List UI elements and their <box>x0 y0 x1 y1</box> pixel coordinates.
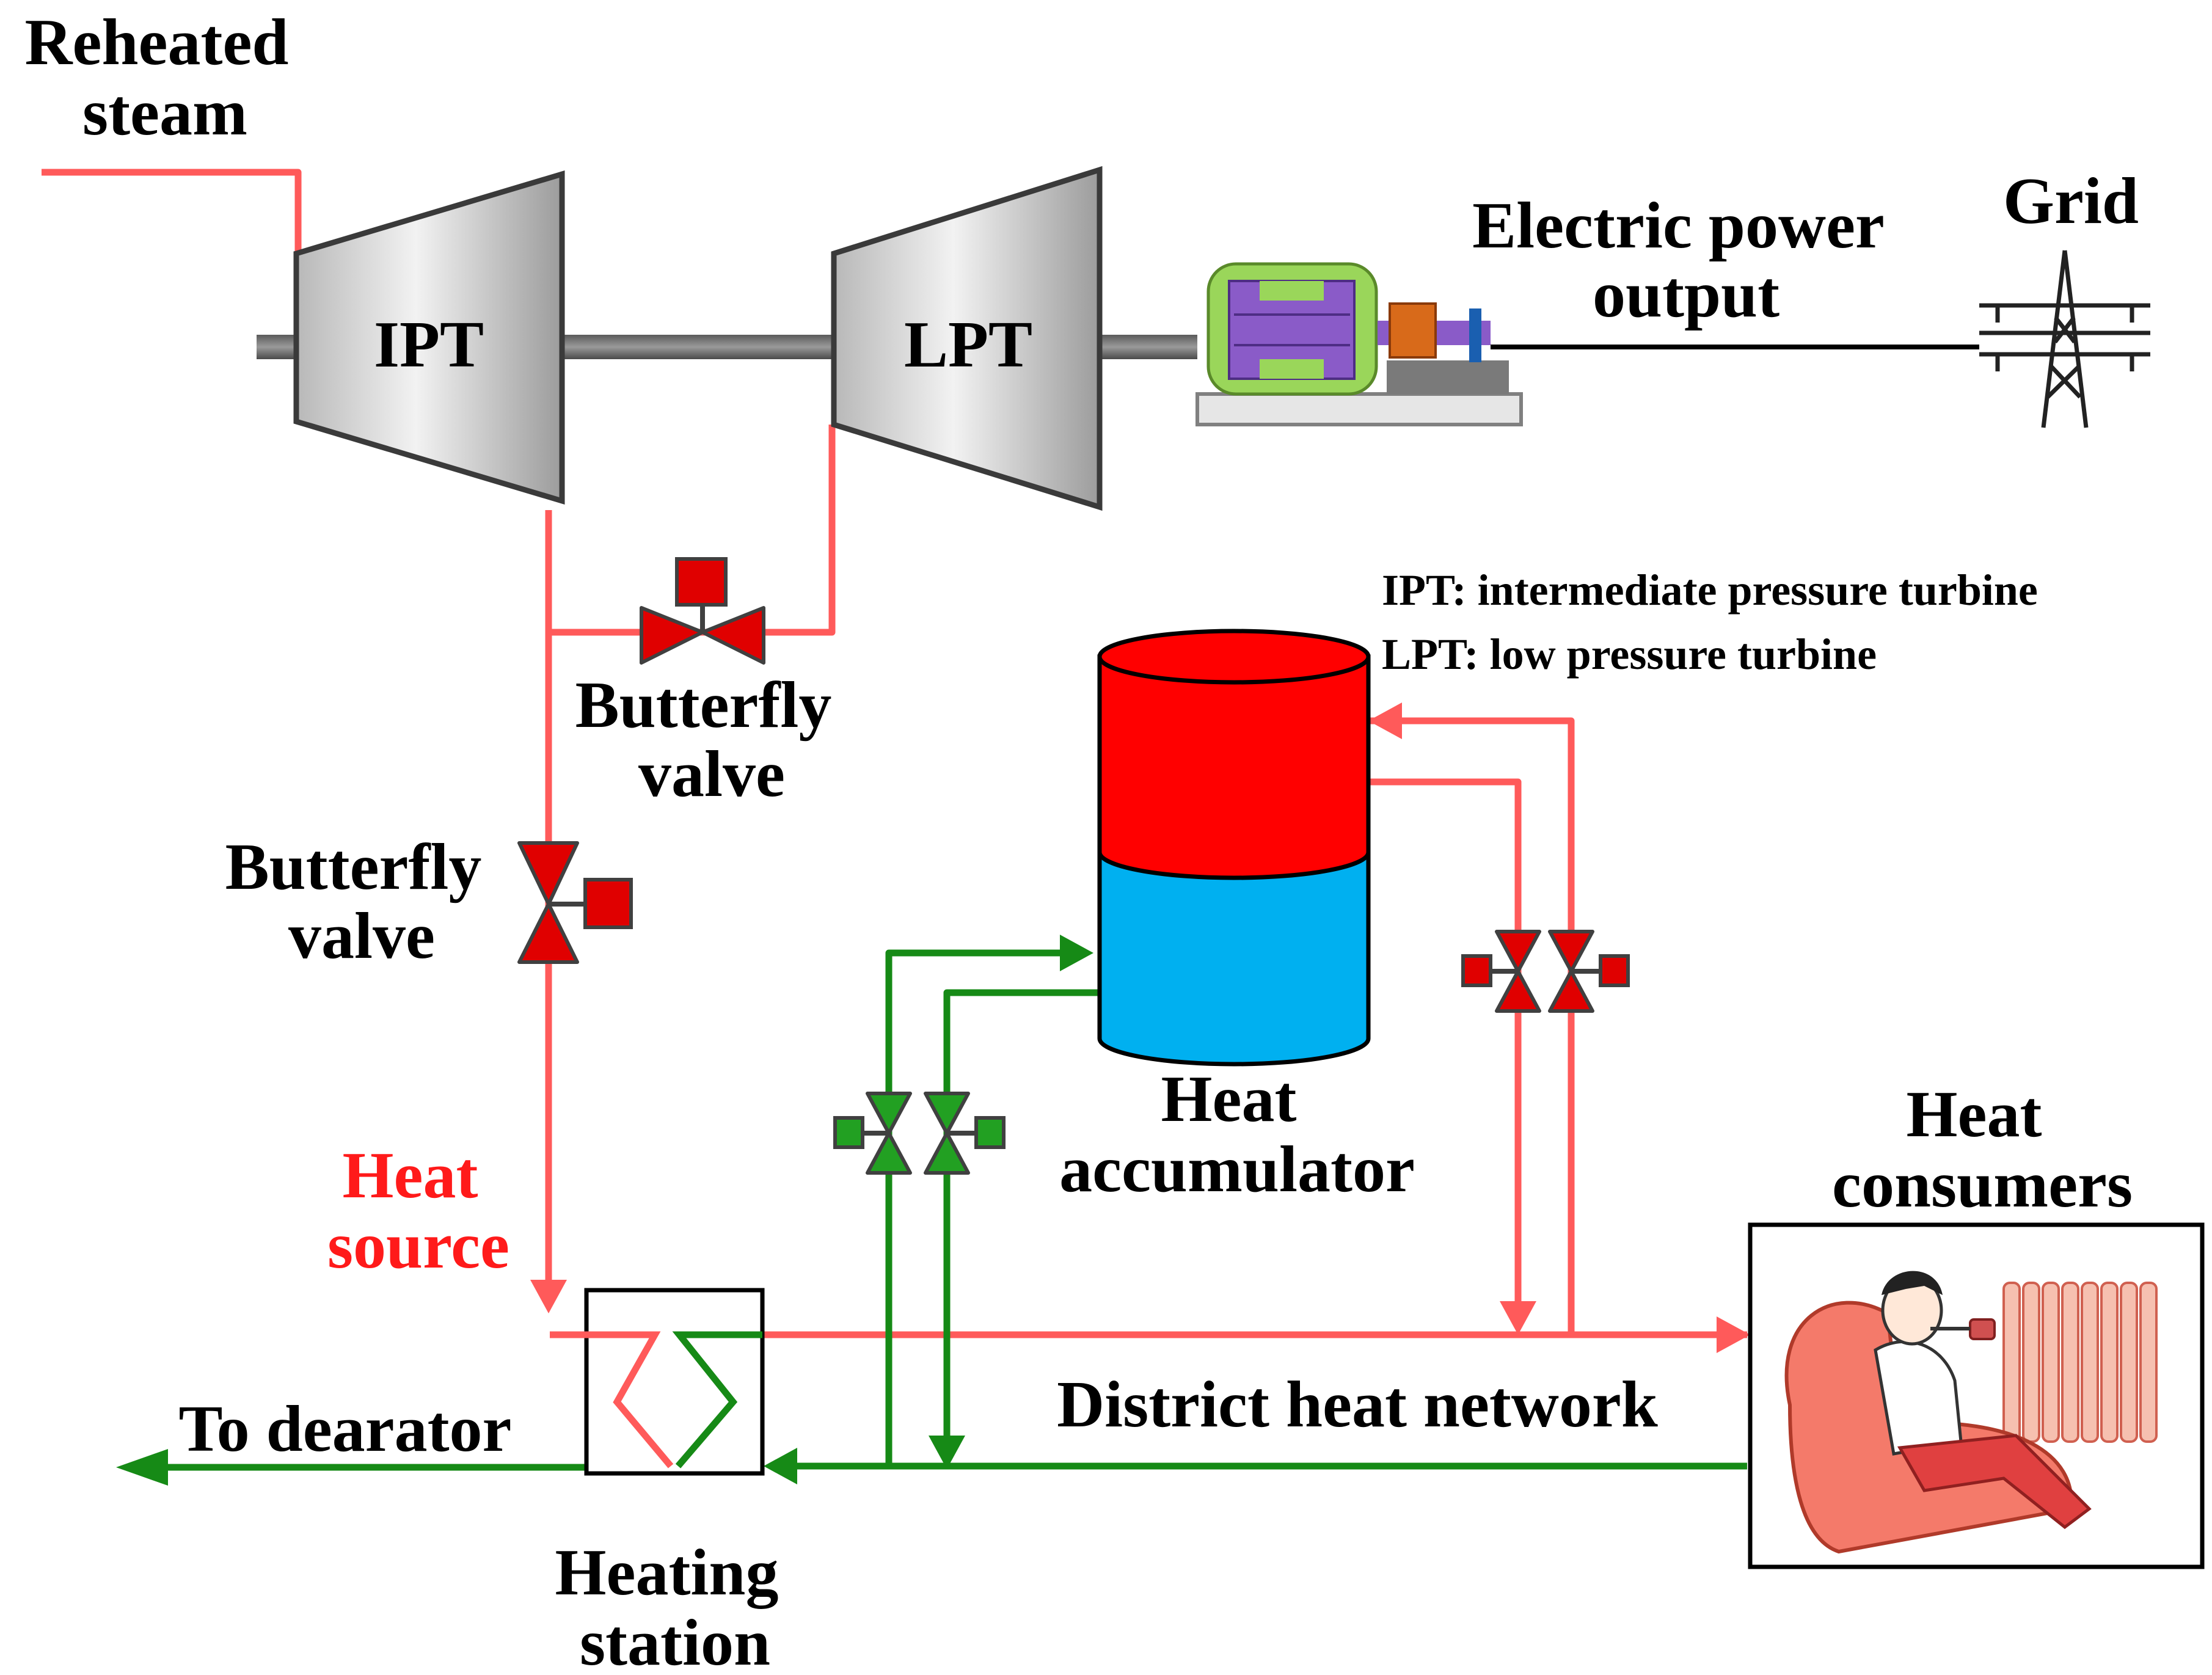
butterfly-valve-left[interactable] <box>517 841 633 964</box>
person-with-radiator-icon <box>1748 1222 2205 1569</box>
generator-icon <box>1195 262 1523 426</box>
accumulator-valve-red-2[interactable] <box>1548 930 1630 1013</box>
heating-station-label: Heating station <box>555 1536 795 1675</box>
electric-power-output-label: Electric power output <box>1472 189 1900 331</box>
heat-accumulator <box>1097 629 1371 1067</box>
lpt-label: LPT <box>904 308 1032 381</box>
reheated-steam-label: Reheated steam <box>25 6 305 149</box>
ipt-label: IPT <box>374 308 484 381</box>
butterfly-valve-left-label: Butterfly valve <box>225 831 498 973</box>
legend-lpt: LPT: low pressure turbine <box>1382 630 1877 679</box>
butterfly-valve-top-label: Butterfly valve <box>575 669 849 811</box>
district-heat-network-label: District heat network <box>1057 1368 1658 1441</box>
heat-accumulator-label: Heat accumulator <box>1059 1063 1415 1206</box>
heat-exchanger-icon <box>550 1288 765 1476</box>
lpt-turbine: LPT <box>831 166 1103 511</box>
legend-ipt: IPT: intermediate pressure turbine <box>1382 566 2038 615</box>
heat-source-label: Heat source <box>327 1139 509 1282</box>
accumulator-valve-green-1[interactable] <box>833 1092 912 1175</box>
accumulator-valve-green-2[interactable] <box>924 1092 1006 1175</box>
to-dearator-label: To dearator <box>179 1393 512 1465</box>
accumulator-valve-red-1[interactable] <box>1461 930 1541 1013</box>
water-arrows <box>116 935 1093 1486</box>
ipt-turbine: IPT <box>293 170 565 505</box>
steam-arrows <box>530 702 1750 1353</box>
butterfly-valve-top[interactable] <box>640 557 765 665</box>
grid-label: Grid <box>2003 165 2139 238</box>
legend: IPT: intermediate pressure turbine LPT: … <box>1382 566 2049 679</box>
heat-consumers-label: Heat consumers <box>1832 1078 2133 1221</box>
transmission-tower-icon <box>1979 250 2150 428</box>
